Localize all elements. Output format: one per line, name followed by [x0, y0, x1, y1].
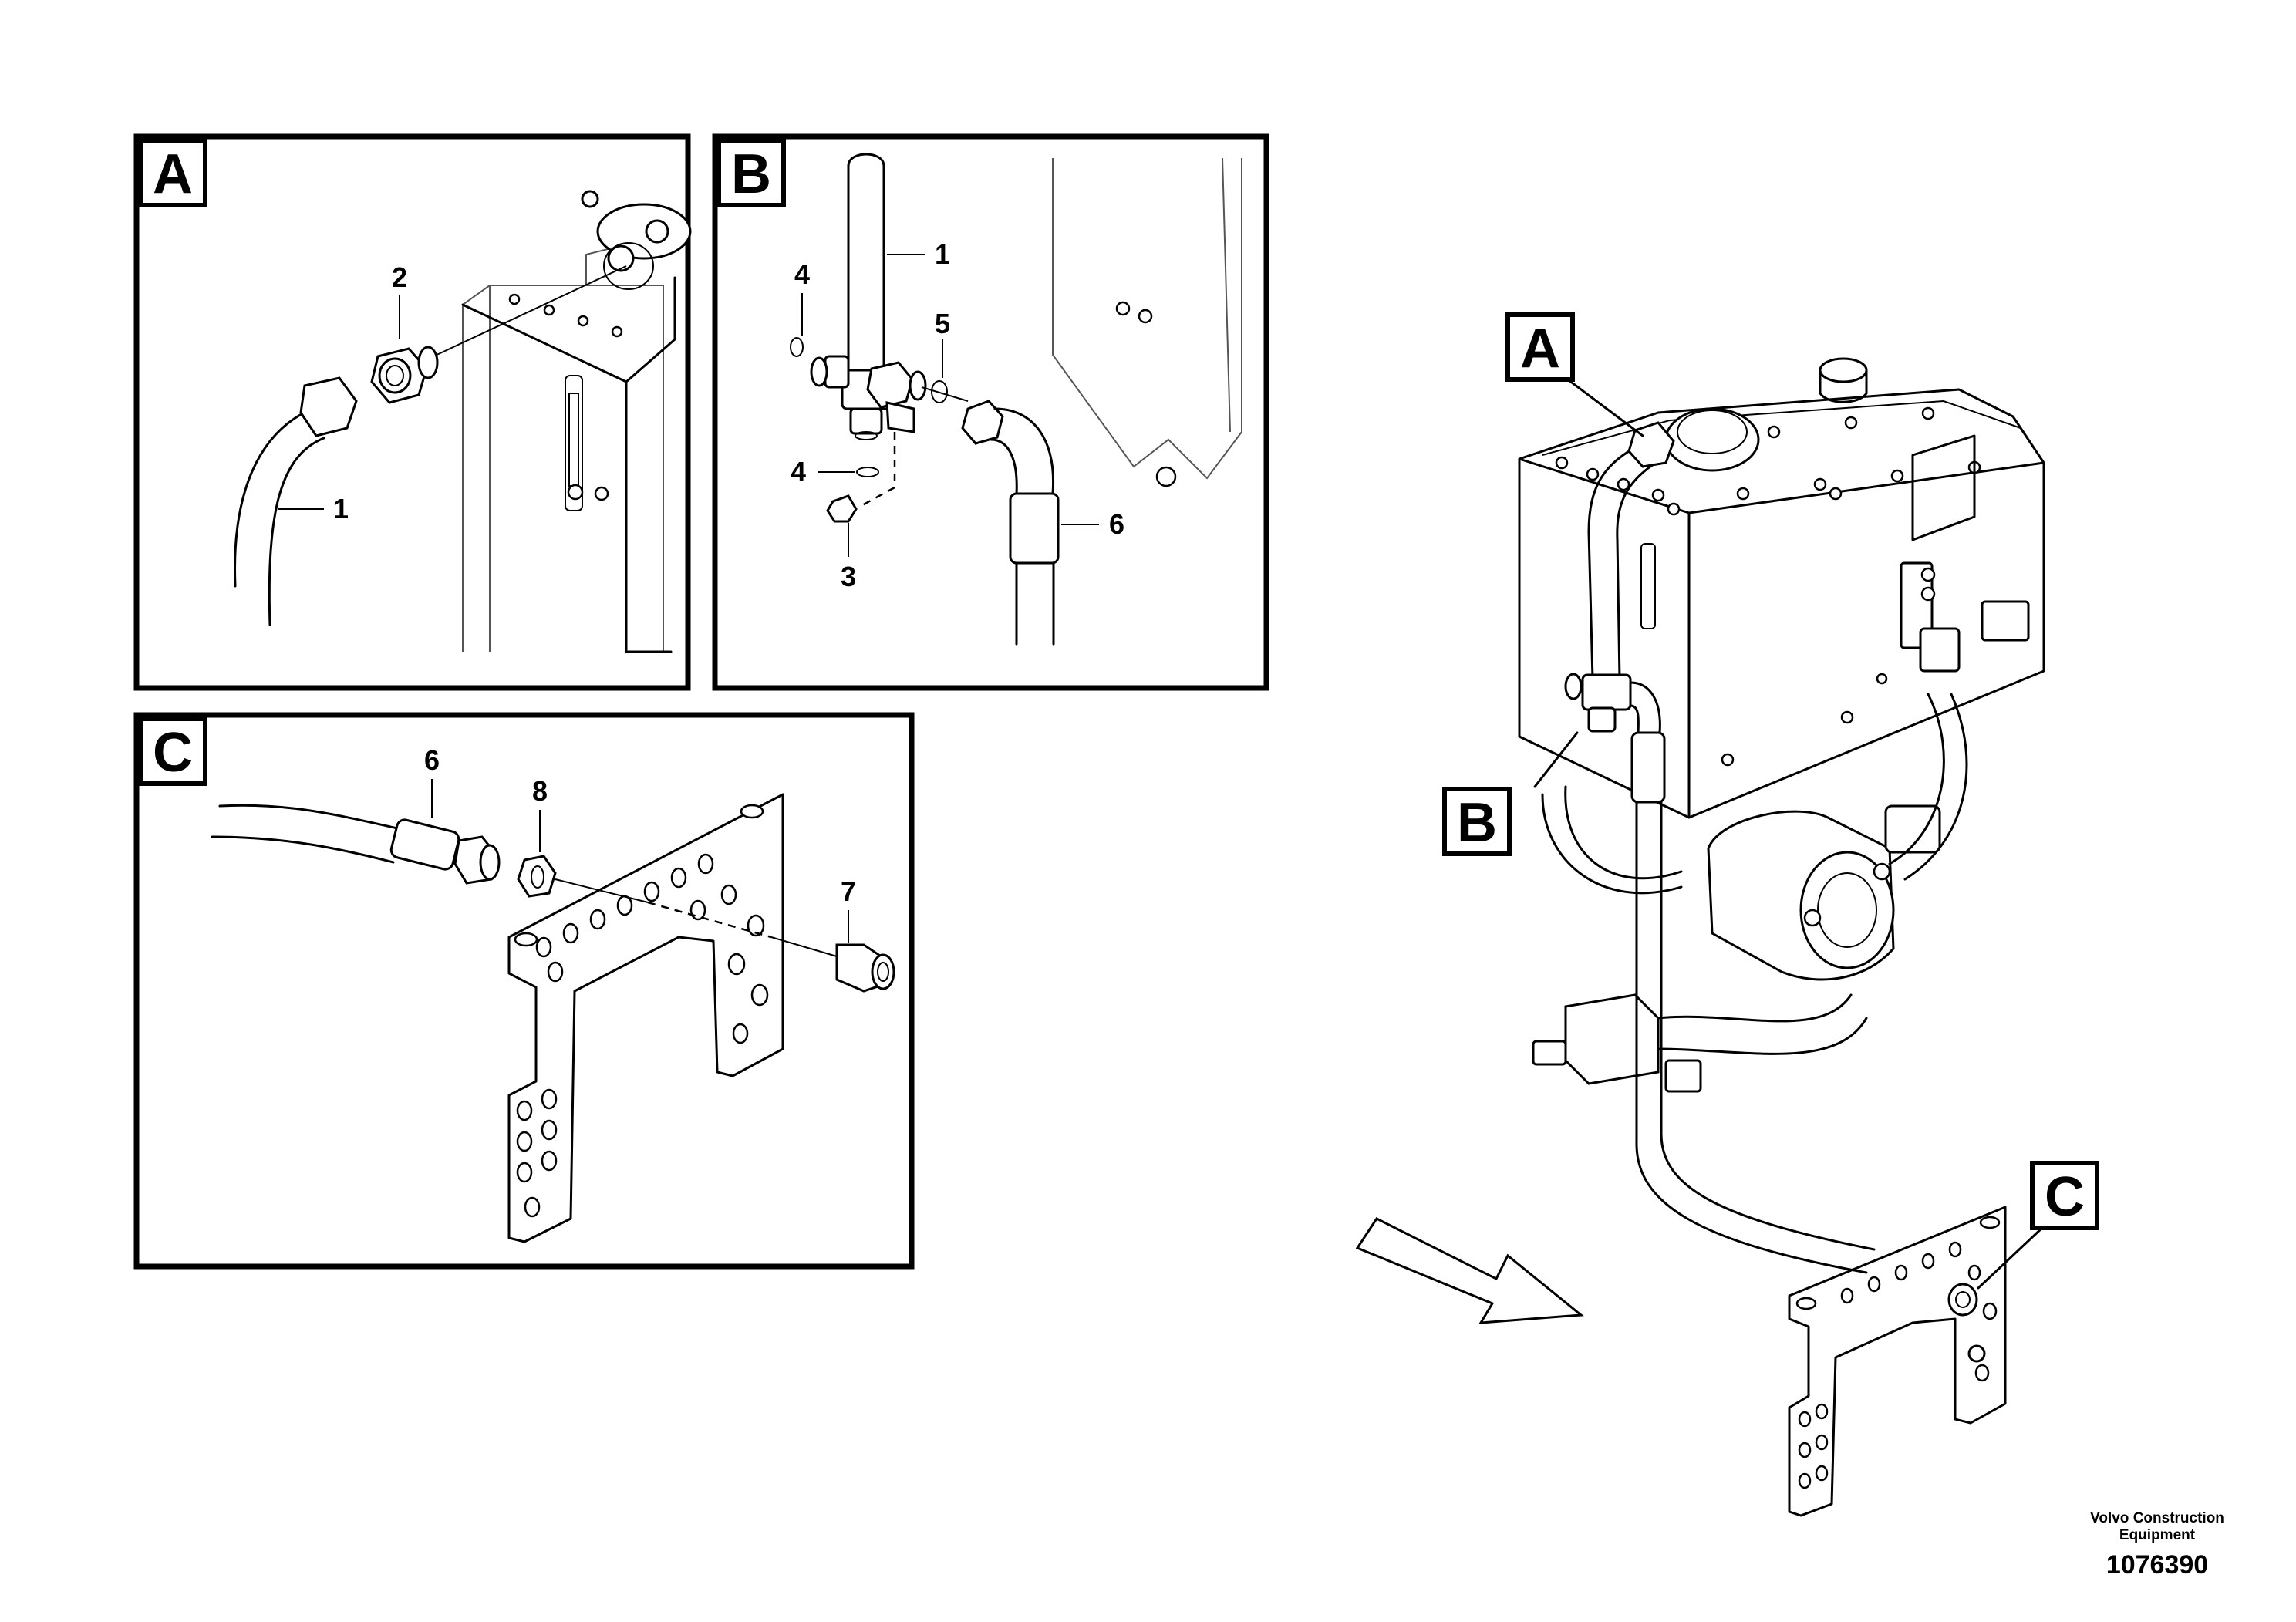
main-hose-long: [1635, 801, 1868, 1274]
callout-b-3: 3: [841, 561, 856, 592]
tank-bottom-b: [1052, 158, 1242, 480]
overview-tag-b-box: [1442, 787, 1512, 856]
nut-8: [517, 855, 557, 898]
overview-tag-c: C: [2045, 1166, 2085, 1228]
detail-panel-c: C: [133, 712, 915, 1270]
leader-a: [1564, 376, 1644, 437]
brand-label: Volvo Construction Equipment: [2065, 1510, 2250, 1544]
sight-glass-a: [565, 375, 583, 511]
callout-b-6: 6: [1109, 508, 1124, 540]
panel-c-tag-box: [138, 717, 207, 786]
panel-a-frame: [133, 133, 691, 691]
hose-6-c: [218, 804, 403, 831]
leader-b: [1533, 731, 1579, 788]
tank-port-a: [603, 242, 654, 290]
brand-line-2: Equipment: [2119, 1527, 2196, 1543]
clamp-b: [885, 401, 915, 433]
overview-tag-a-box: [1505, 312, 1575, 382]
hose-6-elbow-b: [993, 407, 1055, 495]
breather-cap: [1819, 357, 1868, 383]
overview-tag-a: A: [1520, 318, 1560, 379]
hose-6-nut-b: [961, 400, 1004, 445]
o-ring-4-top: [790, 337, 804, 357]
callout-c-8: 8: [532, 775, 548, 807]
callout-b-4-top: 4: [794, 258, 810, 290]
callout-b-5: 5: [935, 308, 950, 339]
travel-direction-arrow-icon: [1355, 1217, 1584, 1324]
sight-glass: [1640, 543, 1656, 629]
hose-6-crimp-b: [1009, 492, 1060, 565]
mounting-bracket: [1788, 1206, 2007, 1517]
drawing-number: 1076390: [2106, 1550, 2209, 1580]
hose-6-crimp-c: [389, 818, 460, 871]
hose-nut-a: [299, 376, 358, 437]
brand-line-1: Volvo Construction: [2090, 1510, 2224, 1526]
panel-b-tag-box: [716, 138, 786, 207]
overview-assembly: A B C: [1355, 312, 2099, 1517]
callout-b-4-bottom: 4: [791, 456, 806, 487]
callout-c-7: 7: [841, 875, 856, 907]
panel-c-tag: C: [153, 722, 193, 784]
detail-panel-a: A 2 1: [133, 133, 692, 691]
o-ring-4-bottom: [856, 467, 879, 477]
callout-c-6: 6: [424, 744, 440, 776]
detail-panel-b: B: [712, 133, 1269, 691]
panel-b-tag: B: [731, 143, 771, 205]
panel-a-tag: A: [153, 143, 193, 205]
bracket-adapter: [1947, 1283, 1978, 1317]
valve-block: [1564, 993, 1660, 1085]
overview-tag-c-box: [2030, 1161, 2099, 1230]
screw-3: [826, 494, 858, 523]
mounting-bracket-c: [507, 793, 784, 1243]
overview-tag-b: B: [1457, 792, 1497, 854]
leader-c: [1977, 1225, 2045, 1290]
callout-a-1: 1: [333, 493, 349, 524]
hose-1-a: [234, 407, 314, 588]
callout-b-1: 1: [935, 238, 950, 270]
tee-fitting: [1581, 673, 1632, 711]
callout-a-2: 2: [392, 261, 407, 293]
panel-c-frame: [133, 712, 915, 1270]
o-ring-5: [931, 380, 948, 403]
panel-a-tag-box: [138, 138, 207, 207]
